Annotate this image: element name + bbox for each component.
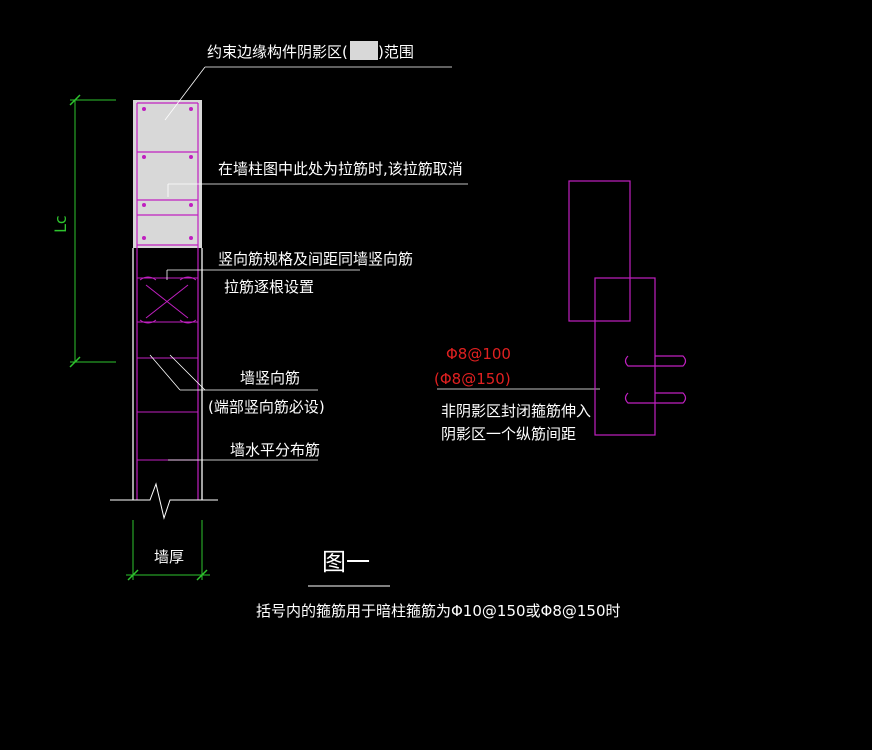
hook-upper	[624, 355, 687, 367]
rebar-dot	[189, 107, 193, 111]
rebar-dot	[142, 203, 146, 207]
tie-hook	[179, 276, 197, 281]
label-non-shadow-1: 非阴影区封闭箍筋伸入	[441, 402, 591, 420]
rebar-dot	[142, 155, 146, 159]
break-line	[110, 482, 218, 520]
label-shadow-zone-suffix: )范围	[378, 43, 414, 61]
dimension-lc: Lc	[51, 94, 116, 368]
label-stirrup-main: Φ8@100	[446, 345, 511, 363]
dim-lc-label: Lc	[51, 215, 70, 233]
label-non-shadow-2: 阴影区一个纵筋间距	[441, 425, 576, 443]
shadow-zone	[133, 100, 202, 248]
tie-hook	[179, 319, 197, 324]
label-stirrup-alt: (Φ8@150)	[434, 370, 511, 388]
label-end-vertical-bar: (端部竖向筋必设)	[208, 398, 325, 416]
label-wall-vertical-bar: 墙竖向筋	[240, 369, 300, 387]
label-vertical-bar-spec: 竖向筋规格及间距同墙竖向筋	[218, 250, 413, 268]
non-shadow-stirrup	[594, 277, 656, 436]
figure-title: 图一	[322, 548, 370, 576]
stirrup-detail	[568, 180, 687, 436]
leader-lines	[149, 66, 600, 461]
rebar-dot	[189, 155, 193, 159]
label-wall-horizontal-bar: 墙水平分布筋	[230, 441, 320, 459]
rebar-dot	[189, 203, 193, 207]
label-tie-each-bar: 拉筋逐根设置	[224, 278, 314, 296]
label-tie-cancel: 在墙柱图中此处为拉筋时,该拉筋取消	[218, 160, 463, 178]
rebar-dot	[142, 107, 146, 111]
hook-lower	[624, 392, 687, 404]
tie-hook	[139, 319, 157, 324]
rebar-dot	[189, 236, 193, 240]
dimension-wall-thickness: 墙厚	[126, 520, 210, 581]
rebar-dot	[142, 236, 146, 240]
shadow-stirrup	[568, 180, 631, 322]
footnote: 括号内的箍筋用于暗柱箍筋为Φ10@150或Φ8@150时	[256, 602, 621, 620]
wall-elevation	[110, 100, 218, 520]
tie-hook	[139, 276, 157, 281]
tie-diagonal	[145, 284, 189, 319]
shadow-zone-redaction	[350, 41, 378, 60]
label-shadow-zone: 约束边缘构件阴影区(	[207, 43, 348, 61]
dim-wall-thickness-label: 墙厚	[154, 548, 184, 566]
